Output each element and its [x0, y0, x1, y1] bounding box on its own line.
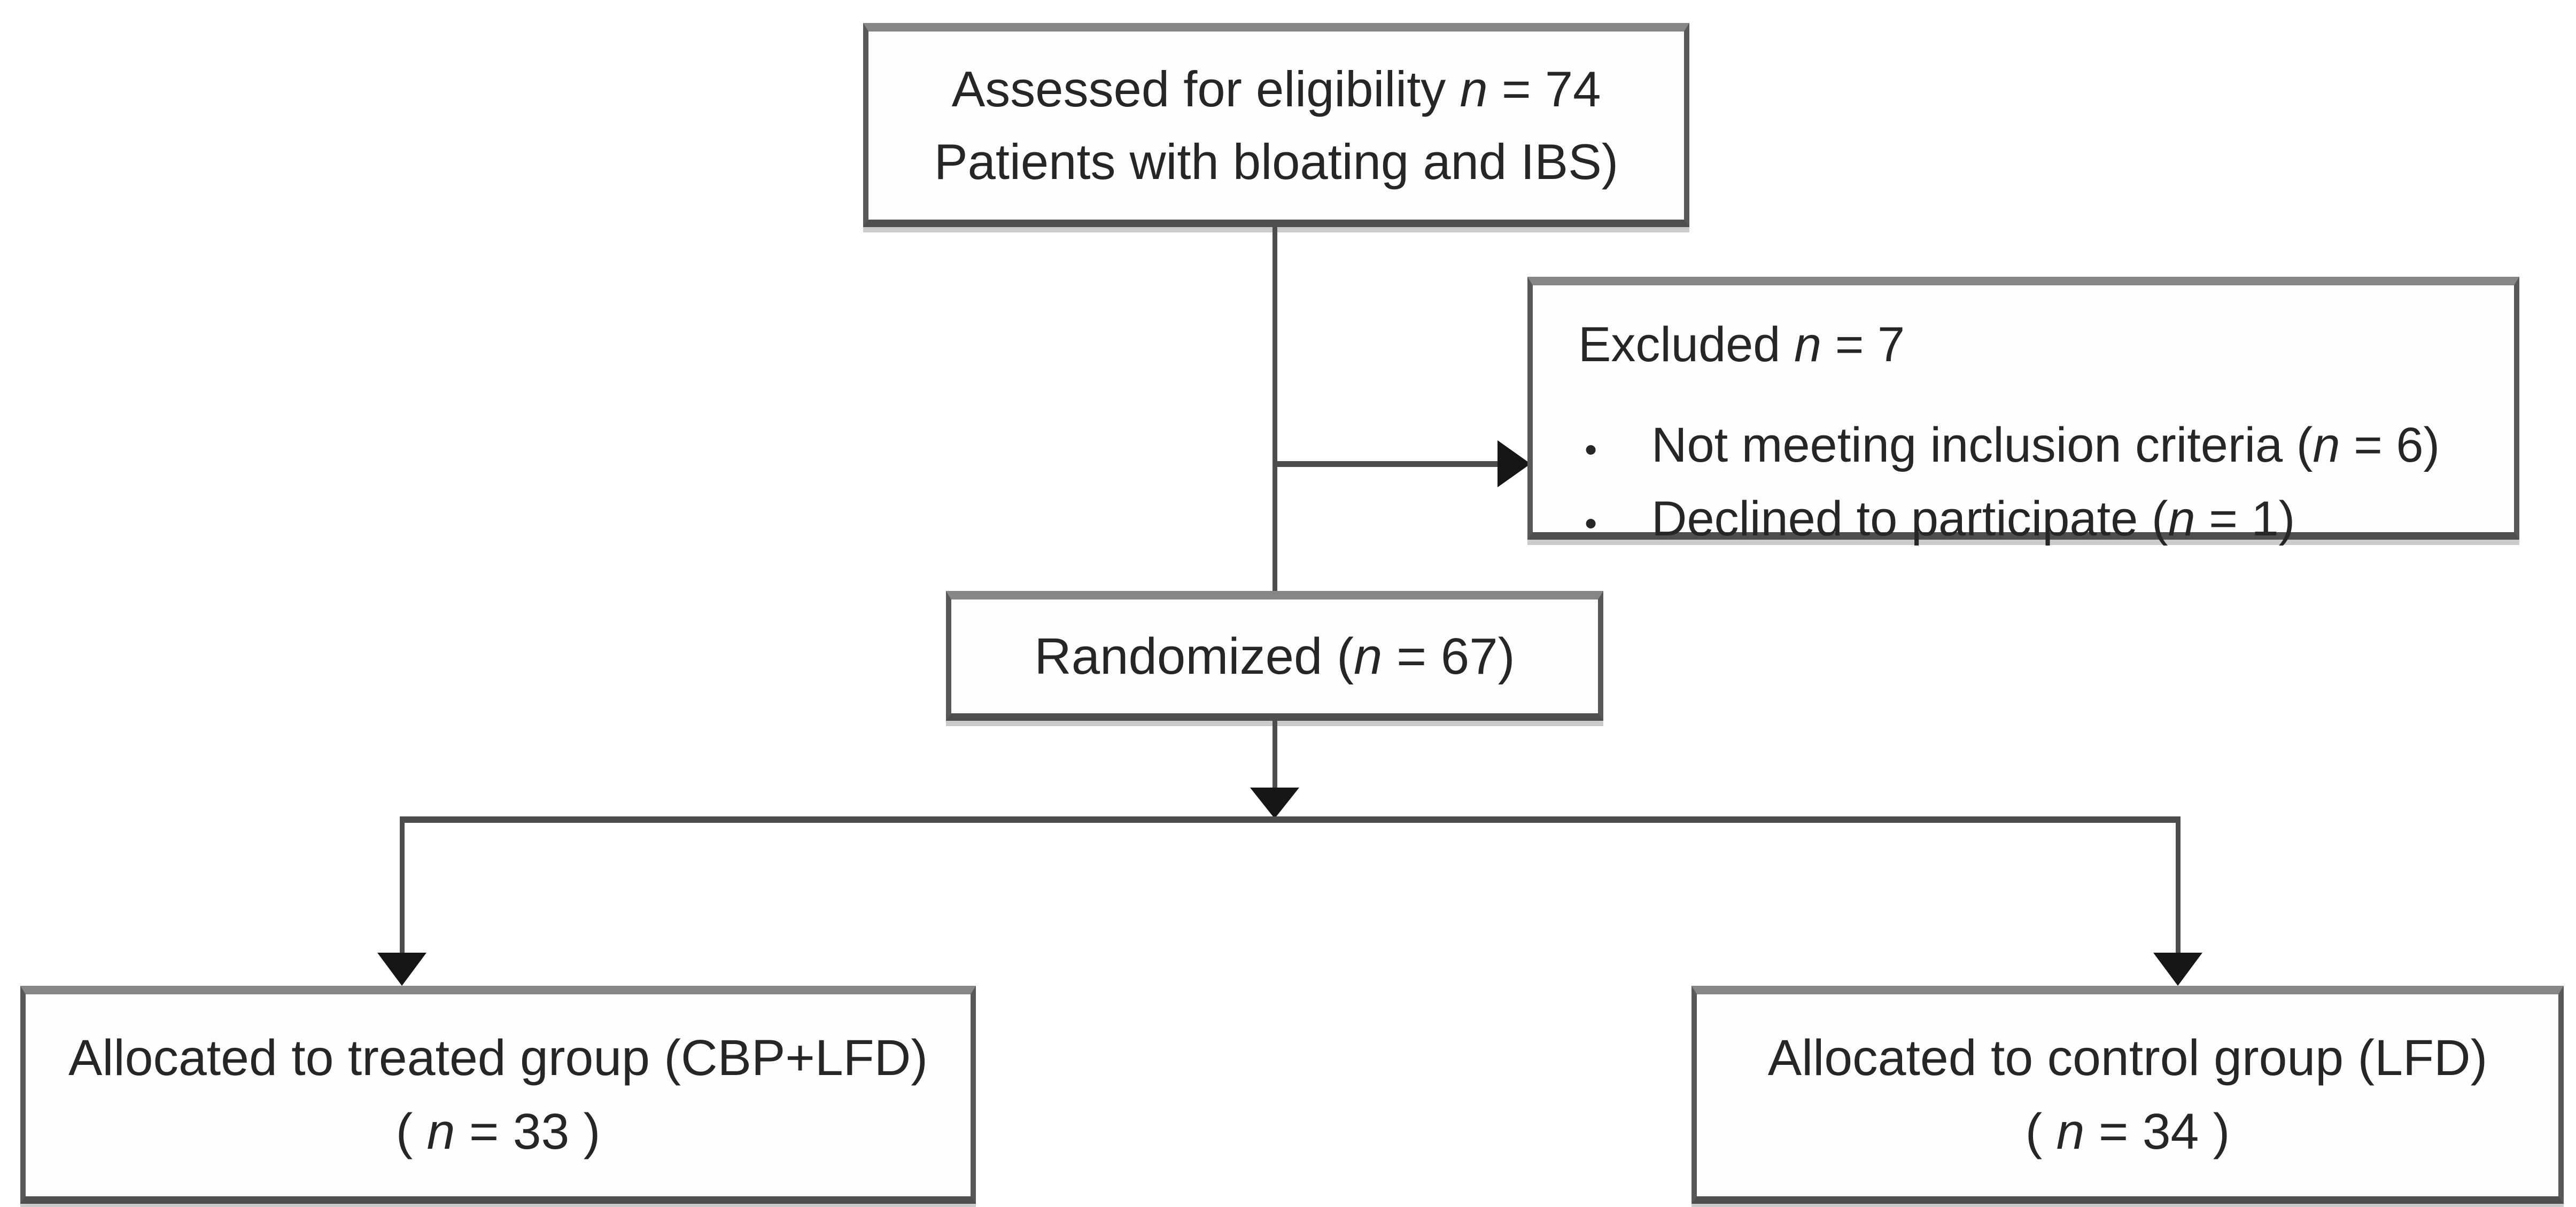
excluded-item-text: Declined to participate (n = 1): [1651, 482, 2295, 556]
control-count: = 34 ): [2084, 1103, 2230, 1160]
bullet-icon: •: [1585, 430, 1597, 470]
n-variable: n: [2056, 1103, 2085, 1160]
control-line2: ( n = 34 ): [2026, 1095, 2230, 1169]
assessed-line1: Assessed for eligibility n = 74: [952, 53, 1601, 126]
excluded-item2-text: Declined to participate (: [1651, 491, 2168, 546]
assessed-line1-count: = 74: [1487, 60, 1601, 117]
excluded-title-count: = 7: [1821, 317, 1905, 372]
connector-vertical-treated: [400, 823, 405, 953]
treated-count-open: (: [395, 1103, 427, 1160]
excluded-item2-count: = 1): [2195, 491, 2295, 546]
assessed-line1-text: Assessed for eligibility: [951, 60, 1460, 117]
n-variable: n: [2168, 491, 2195, 546]
treated-count: = 33 ): [455, 1103, 601, 1160]
n-variable: n: [1460, 60, 1488, 117]
connector-vertical-randomized: [1273, 721, 1277, 790]
control-line1: Allocated to control group (LFD): [1767, 1030, 2488, 1087]
treated-line1: Allocated to treated group (CBP+LFD): [68, 1030, 928, 1087]
connector-branch-excluded: [1273, 461, 1500, 467]
connector-split-horizontal: [400, 816, 2181, 823]
excluded-item: • Not meeting inclusion criteria (n = 6): [1578, 408, 2498, 482]
n-variable: n: [1794, 317, 1822, 372]
excluded-item: • Declined to participate (n = 1): [1578, 482, 2498, 556]
connector-vertical-main: [1273, 227, 1277, 592]
excluded-item1-count: = 6): [2340, 417, 2440, 472]
randomized-label: Randomized (n = 67): [1034, 627, 1515, 686]
n-variable: n: [426, 1103, 455, 1160]
excluded-box: Excluded n = 7 • Not meeting inclusion c…: [1527, 277, 2519, 546]
n-variable: n: [1354, 627, 1383, 685]
randomized-box: Randomized (n = 67): [946, 591, 1603, 721]
assessed-line2: Patients with bloating and IBS): [934, 134, 1619, 190]
randomized-text: Randomized (: [1034, 627, 1354, 685]
arrowhead-down-icon: [2153, 953, 2202, 986]
randomized-count: = 67): [1382, 627, 1515, 685]
treated-line2: ( n = 33 ): [396, 1095, 601, 1169]
control-group-box: Allocated to control group (LFD) ( n = 3…: [1692, 986, 2564, 1204]
treated-group-box: Allocated to treated group (CBP+LFD) ( n…: [20, 986, 976, 1204]
excluded-title-text: Excluded: [1578, 317, 1795, 372]
excluded-item1-text: Not meeting inclusion criteria (: [1651, 417, 2313, 472]
assessed-eligibility-box: Assessed for eligibility n = 74 Patients…: [863, 23, 1689, 227]
arrowhead-down-icon: [377, 953, 426, 986]
connector-vertical-control: [2176, 823, 2181, 953]
control-count-open: (: [2025, 1103, 2057, 1160]
excluded-title: Excluded n = 7: [1578, 313, 2498, 377]
arrowhead-right-icon: [1498, 440, 1531, 487]
bullet-icon: •: [1585, 503, 1597, 543]
arrowhead-down-icon: [1250, 788, 1299, 819]
n-variable: n: [2313, 417, 2340, 472]
excluded-item-text: Not meeting inclusion criteria (n = 6): [1651, 408, 2440, 482]
